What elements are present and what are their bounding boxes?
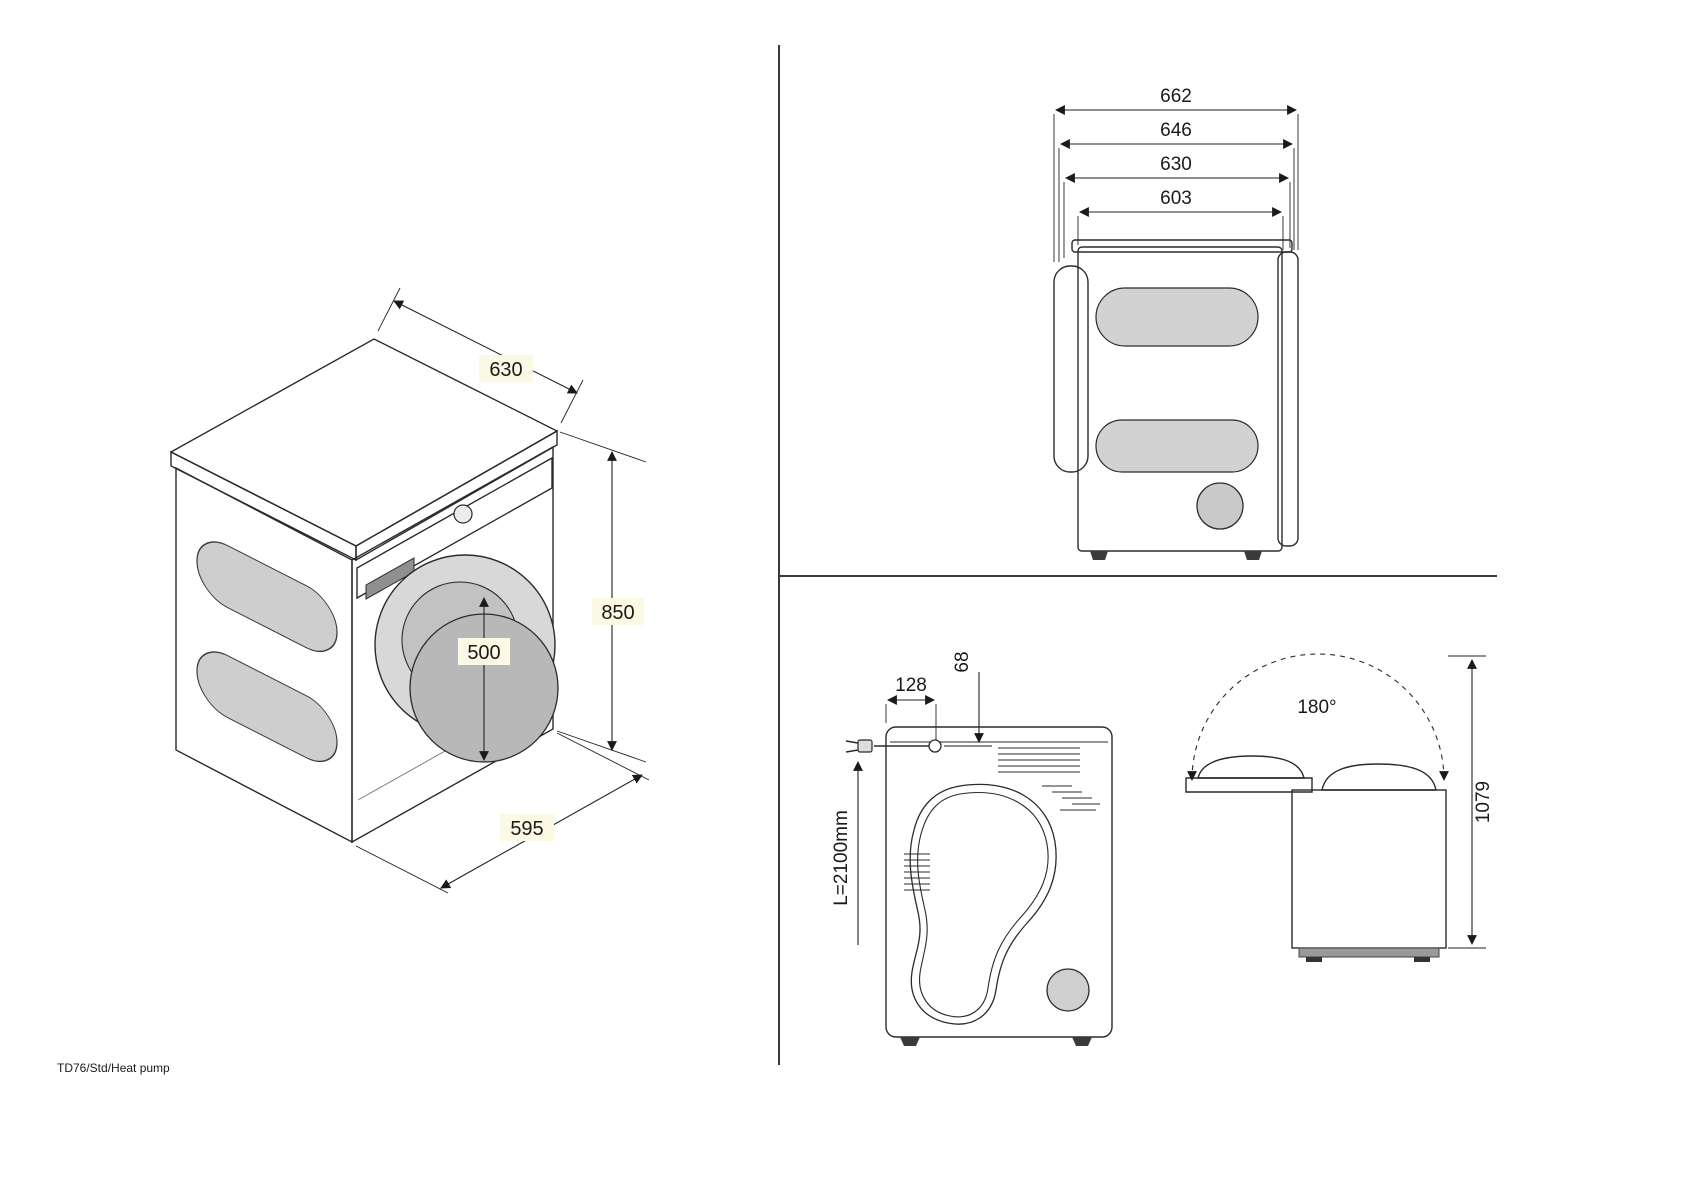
dim-label-width: 595 [510,818,543,840]
foot-left [900,1037,920,1046]
door-bulge [1053,265,1089,473]
drain-circle [1046,968,1090,1012]
foot-left [1090,551,1108,560]
label-halo [500,814,554,841]
dim-label-1079: 1079 [1473,781,1494,823]
foot-right [1072,1037,1092,1046]
label-halo [592,598,644,625]
top-slab-left-edge [170,450,357,562]
dim-cord-length: L=2100mm [831,761,863,945]
dim-label-603: 603 [1160,188,1192,209]
label-halo [479,355,533,382]
rear-view: 128 68 L=2100mm [831,651,1113,1046]
grille-right [1042,785,1100,811]
label-halo [1288,696,1346,720]
dim-1079: 1079 [1448,655,1494,949]
dim-label-cord: L=2100mm [831,810,852,906]
dim-label-height: 850 [601,602,634,624]
dim-door-500: 500 [458,597,510,761]
dim-label-662: 662 [1160,86,1192,107]
side-stadium-2 [196,651,338,763]
grille-top [998,747,1080,773]
left-face [175,466,353,844]
model-label: TD76/Std/Heat pump [57,1061,170,1075]
foot-left [1306,957,1322,962]
dim-depth-630: 630 [377,287,584,424]
drum-body [1291,789,1447,949]
dim-width-595: 595 [355,732,650,894]
power-plug-icon [857,739,873,753]
dim-height-850: 850 [556,431,647,763]
dim-603: 603 [1077,188,1284,250]
control-panel-band [356,456,553,600]
side-stadium-1 [196,541,338,653]
side-panel-embossing [196,541,338,763]
back-panel-inner [917,792,1049,1018]
vent-stadium-1 [1095,287,1259,347]
foot-right [1244,551,1262,560]
service-circle [1196,482,1244,530]
dim-646: 646 [1058,120,1295,262]
dim-128: 128 [885,675,937,740]
top-slab-front-edge [355,429,558,562]
isometric-view: 630 850 500 595 [169,287,650,894]
dim-label-door: 500 [467,642,500,664]
dim-label-depth: 630 [489,359,522,381]
door-open-view: 180° 1079 [1185,653,1494,962]
dim-68: 68 [944,651,992,747]
foot-right [1414,957,1430,962]
control-knob [453,504,473,524]
side-view: 662 646 630 603 [1053,86,1299,560]
top-lid [1071,239,1293,253]
side-body [1077,246,1283,552]
rear-body [885,726,1113,1038]
dim-630: 630 [1063,154,1291,258]
power-cord [845,739,942,753]
dim-label-630: 630 [1160,154,1192,175]
dim-label-128: 128 [895,675,927,696]
dim-662: 662 [1053,86,1299,262]
label-halo [458,638,510,665]
back-panel-outer [909,783,1057,1025]
front-face [351,445,554,844]
rear-panel [1277,251,1299,547]
closed-door-dome [1321,763,1437,791]
base-plinth [1298,947,1440,958]
vent-stadium-2 [1095,419,1259,473]
grille-left [904,853,930,891]
dim-label-646: 646 [1160,120,1192,141]
dim-label-68: 68 [952,651,973,672]
cord-attach-point [928,739,942,753]
open-door-dome [1197,755,1305,779]
dim-label-angle: 180° [1297,697,1336,718]
